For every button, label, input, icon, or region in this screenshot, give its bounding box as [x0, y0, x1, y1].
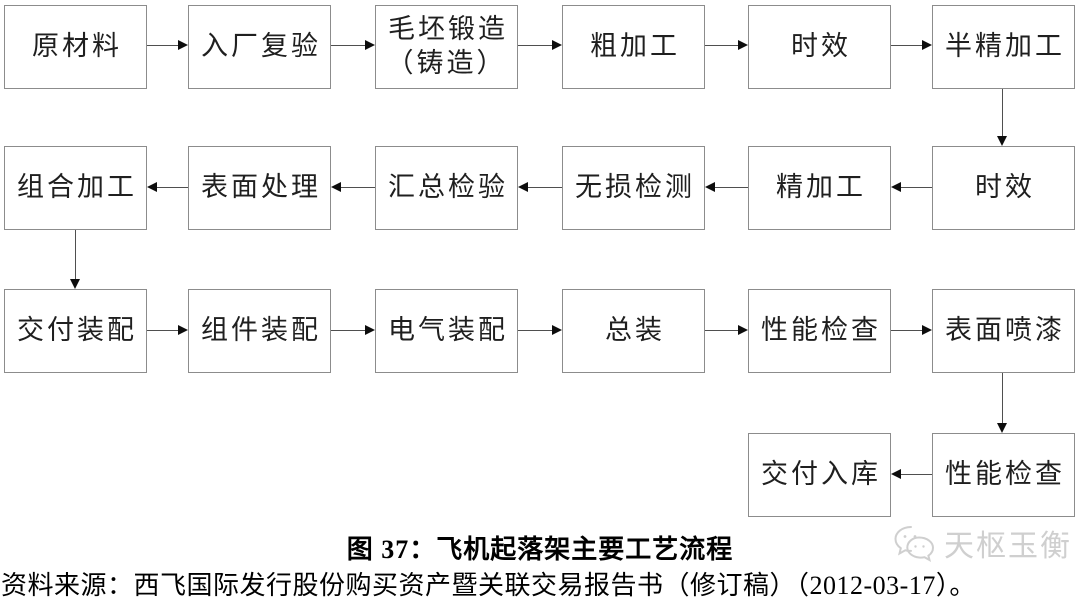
- connector-arrow-down-icon: [997, 89, 1007, 146]
- flow-node-electrical-assembly: 电气装配: [375, 289, 518, 373]
- flow-node-rough-machining: 粗加工: [562, 5, 705, 89]
- flow-node-component-assembly: 组件装配: [188, 289, 331, 373]
- connector-arrow-left-icon: [891, 469, 932, 479]
- connector-arrow-right-icon: [705, 325, 748, 335]
- connector-arrow-left-icon: [891, 182, 932, 192]
- connector-arrow-down-icon: [997, 373, 1007, 433]
- flow-node-aging-2: 时效: [932, 146, 1075, 230]
- flow-node-ndt-inspection: 无损检测: [562, 146, 705, 230]
- flow-node-performance-check-1: 性能检查: [748, 289, 891, 373]
- flow-node-incoming-reinspection: 入厂复验: [188, 5, 331, 89]
- connector-arrow-right-icon: [331, 325, 375, 335]
- connector-arrow-left-icon: [518, 182, 562, 192]
- flow-node-surface-painting: 表面喷漆: [932, 289, 1075, 373]
- connector-arrow-down-icon: [70, 230, 80, 289]
- flow-node-finish-machining: 精加工: [748, 146, 891, 230]
- wechat-logo-icon: [892, 524, 938, 562]
- connector-arrow-left-icon: [147, 182, 188, 192]
- watermark-label: 天枢玉衡: [944, 530, 1072, 563]
- flow-node-performance-check-2: 性能检查: [932, 433, 1075, 517]
- connector-arrow-right-icon: [331, 40, 375, 50]
- figure-source: 资料来源：西飞国际发行股份购买资产暨关联交易报告书（修订稿）（2012-03-1…: [1, 571, 976, 600]
- connector-arrow-left-icon: [705, 182, 748, 192]
- flow-node-semi-finish-machining: 半精加工: [932, 5, 1075, 89]
- flow-node-blank-forging-casting: 毛坯锻造 （铸造）: [375, 5, 518, 89]
- flow-node-raw-material: 原材料: [4, 5, 147, 89]
- connector-arrow-right-icon: [705, 40, 748, 50]
- connector-arrow-right-icon: [518, 325, 562, 335]
- flow-node-aging-1: 时效: [748, 5, 891, 89]
- flow-node-summary-inspection: 汇总检验: [375, 146, 518, 230]
- connector-arrow-right-icon: [518, 40, 562, 50]
- connector-arrow-right-icon: [147, 325, 188, 335]
- flow-node-combined-machining: 组合加工: [4, 146, 147, 230]
- connector-arrow-left-icon: [331, 182, 375, 192]
- flow-node-final-assembly: 总装: [562, 289, 705, 373]
- connector-arrow-right-icon: [147, 40, 188, 50]
- flow-node-surface-treatment: 表面处理: [188, 146, 331, 230]
- figure-caption: 图 37：飞机起落架主要工艺流程: [346, 535, 734, 564]
- connector-arrow-right-icon: [891, 40, 932, 50]
- connector-arrow-right-icon: [891, 325, 932, 335]
- flow-node-delivery-to-warehouse: 交付入库: [748, 433, 891, 517]
- watermark: 天枢玉衡: [892, 521, 1072, 565]
- flow-node-delivery-to-assembly: 交付装配: [4, 289, 147, 373]
